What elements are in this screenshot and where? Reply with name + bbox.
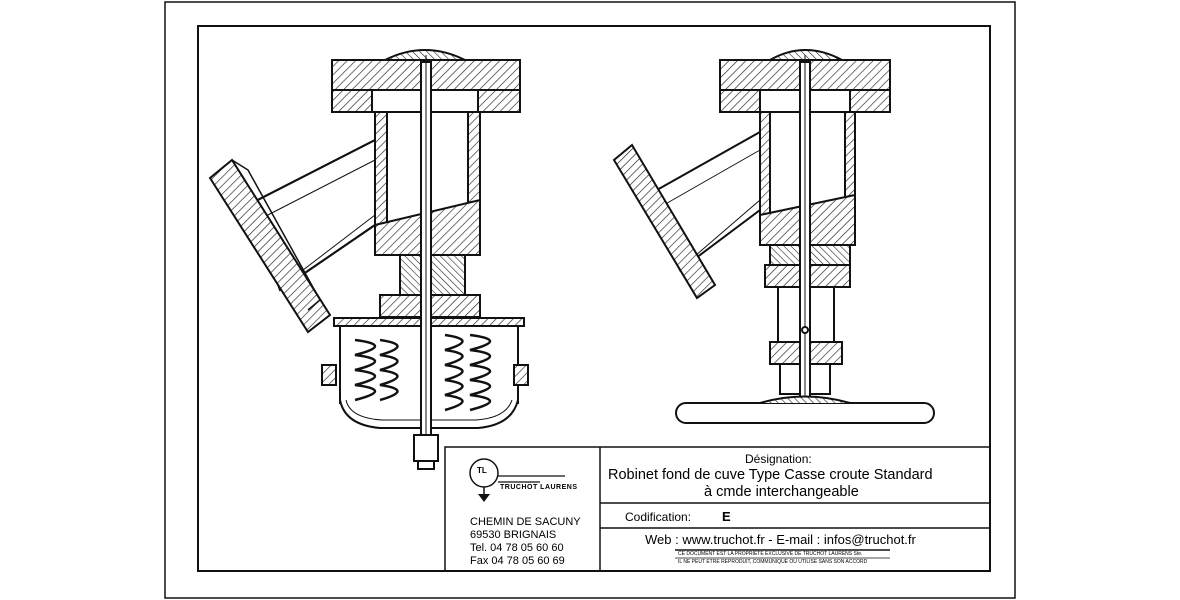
title-block-frame bbox=[444, 446, 991, 572]
address-line-1: CHEMIN DE SACUNY bbox=[470, 516, 581, 528]
designation-label: Désignation: bbox=[745, 452, 812, 466]
valve-left-section-view bbox=[208, 49, 529, 470]
phone-number: Tel. 04 78 05 60 60 bbox=[470, 542, 564, 554]
logo-badge-text: TL bbox=[477, 466, 487, 475]
company-logo-text: TRUCHOT LAURENS bbox=[500, 484, 578, 491]
designation-line-2: à cmde interchangeable bbox=[704, 484, 859, 500]
valve-right-section-view bbox=[612, 49, 935, 424]
page-border bbox=[164, 1, 1016, 599]
codification-label: Codification: bbox=[625, 510, 692, 524]
web-email-line: Web : www.truchot.fr - E-mail : infos@tr… bbox=[645, 532, 916, 547]
legal-notice-line-1: CE DOCUMENT EST LA PROPRIETE EXCLUSIVE D… bbox=[678, 551, 863, 557]
designation-line-1: Robinet fond de cuve Type Casse croute S… bbox=[608, 467, 933, 483]
legal-notice-line-2: IL NE PEUT ETRE REPRODUIT, COMMUNIQUE OU… bbox=[678, 559, 868, 565]
fax-number: Fax 04 78 05 60 69 bbox=[470, 555, 565, 567]
codification-value: E bbox=[722, 509, 731, 524]
address-line-2: 69530 BRIGNAIS bbox=[470, 529, 557, 541]
company-logo bbox=[469, 458, 565, 502]
